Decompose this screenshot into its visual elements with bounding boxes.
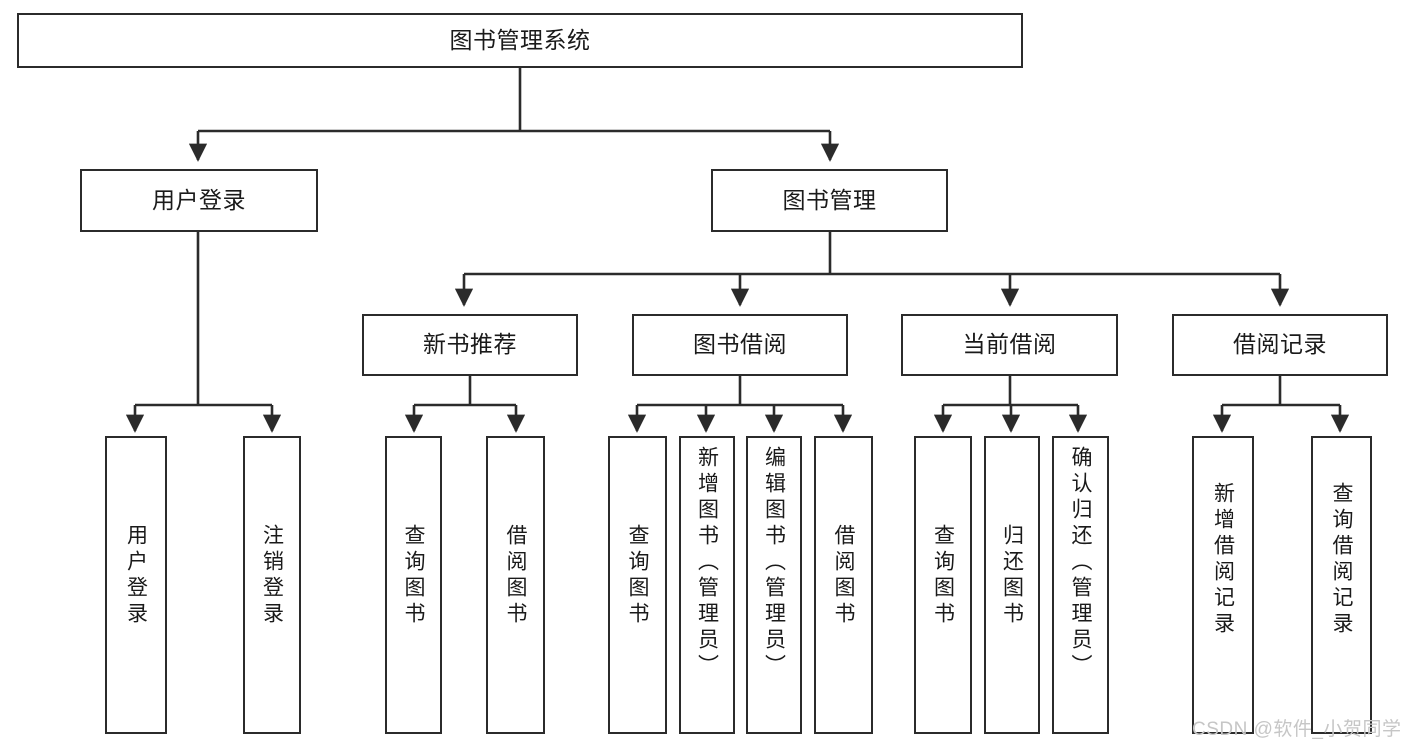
node-label: 借阅记录 [1233,331,1327,358]
node-borrow-records[interactable]: 借阅记录 [1172,314,1388,376]
node-label: 归还图书 [1000,524,1024,628]
leaf-borrow-book[interactable]: 借阅图书 [814,436,873,734]
node-user-login[interactable]: 用户登录 [80,169,318,232]
node-label: 查询借阅记录 [1330,482,1353,638]
node-label: 图书借阅 [693,331,787,358]
node-label: 图书管理系统 [449,26,591,53]
node-label: 图书管理 [782,186,877,213]
leaf-add-borrow-record[interactable]: 新增借阅记录 [1192,436,1254,734]
node-label: 借阅图书 [832,524,855,628]
node-label: 查询图书 [402,524,425,628]
leaf-query-book-current[interactable]: 查询图书 [914,436,972,734]
node-label: 用户登录 [124,524,148,628]
node-label: 新增借阅记录 [1211,482,1235,638]
leaf-query-borrow-record[interactable]: 查询借阅记录 [1311,436,1372,734]
node-label: 查询图书 [931,524,955,628]
node-label: 注销登录 [260,524,284,628]
node-root-system[interactable]: 图书管理系统 [17,13,1023,68]
node-book-borrow[interactable]: 图书借阅 [632,314,848,376]
node-label: 编辑图书（管理员） [762,446,786,680]
leaf-borrow-book-recommend[interactable]: 借阅图书 [486,436,545,734]
node-new-book-recommend[interactable]: 新书推荐 [362,314,578,376]
leaf-edit-book-admin[interactable]: 编辑图书（管理员） [746,436,802,734]
node-current-borrow[interactable]: 当前借阅 [901,314,1118,376]
leaf-logout[interactable]: 注销登录 [243,436,301,734]
node-label: 借阅图书 [504,524,527,628]
node-label: 用户登录 [152,186,246,213]
leaf-confirm-return-admin[interactable]: 确认归还（管理员） [1052,436,1109,734]
node-label: 新书推荐 [423,331,517,358]
leaf-add-book-admin[interactable]: 新增图书（管理员） [679,436,735,734]
watermark-text: CSDN @软件_小贺同学 [1192,719,1402,740]
leaf-query-book-recommend[interactable]: 查询图书 [385,436,442,734]
node-label: 新增图书（管理员） [695,446,719,680]
node-book-management[interactable]: 图书管理 [711,169,948,232]
leaf-user-login[interactable]: 用户登录 [105,436,167,734]
node-label: 当前借阅 [962,331,1057,358]
node-label: 确认归还（管理员） [1069,446,1092,680]
leaf-query-book-borrow[interactable]: 查询图书 [608,436,667,734]
node-label: 查询图书 [626,524,649,628]
leaf-return-book[interactable]: 归还图书 [984,436,1040,734]
